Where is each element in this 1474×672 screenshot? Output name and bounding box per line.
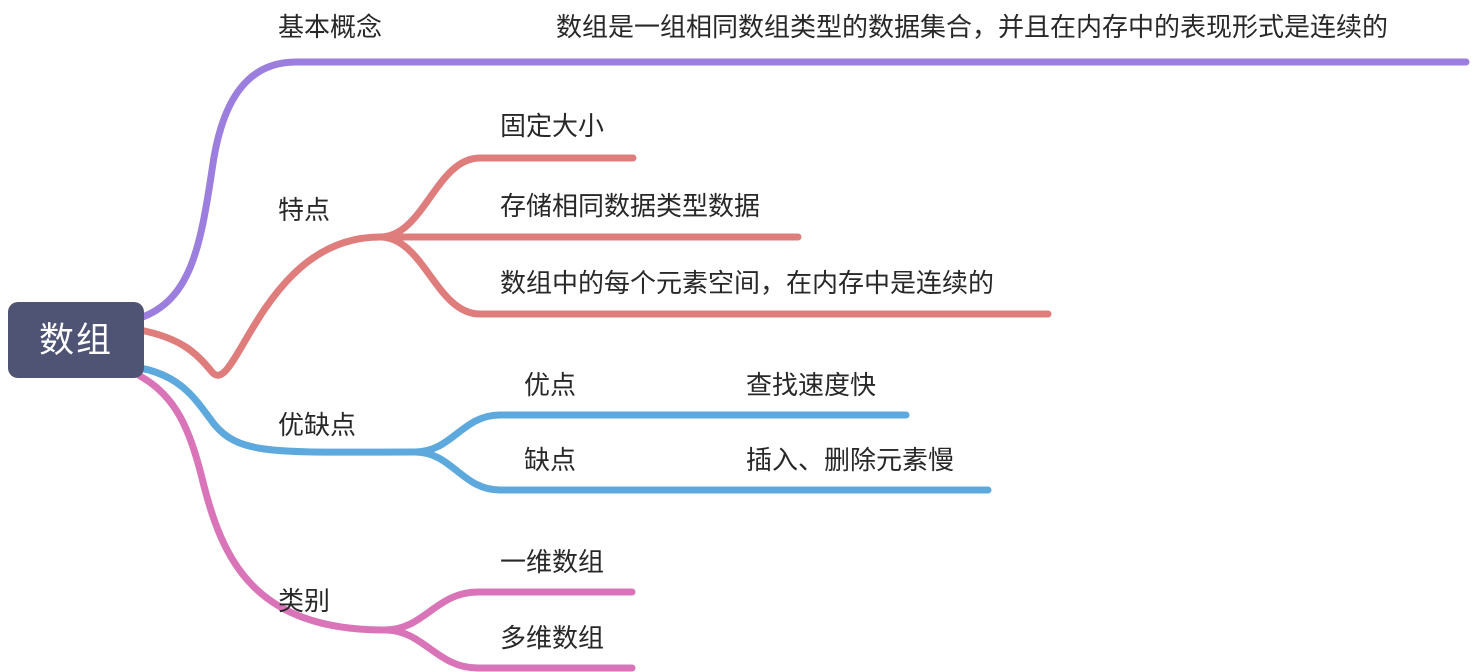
- subbranch-line-cons: [411, 448, 992, 494]
- leaf-label-feature-same-type[interactable]: 存储相同数据类型数据: [500, 191, 761, 221]
- leaf-label-category-one-dimensional[interactable]: 一维数组: [500, 547, 605, 577]
- branch-label-pros-cons[interactable]: 优缺点: [278, 410, 357, 440]
- branch-label-features[interactable]: 特点: [278, 195, 331, 225]
- subbranch-line-feature-1: [376, 154, 637, 241]
- leaf-label-feature-fixed-size[interactable]: 固定大小: [500, 111, 605, 141]
- branch-label-categories[interactable]: 类别: [278, 586, 331, 616]
- leaf-label-pros[interactable]: 优点: [524, 370, 577, 400]
- branch-line-pros-cons: [136, 364, 419, 456]
- branch-line-basic-concept: [136, 58, 1470, 322]
- leaf-label-pros-detail[interactable]: 查找速度快: [746, 370, 877, 400]
- root-node[interactable]: 数组: [8, 302, 144, 378]
- branch-line-categories: [136, 372, 389, 634]
- subbranch-line-feature-3: [376, 233, 1052, 318]
- root-node-label: 数组: [38, 320, 113, 360]
- leaf-label-category-multi-dimensional[interactable]: 多维数组: [500, 623, 605, 653]
- leaf-label-basic-concept-description[interactable]: 数组是一组相同数组类型的数据集合，并且在内存中的表现形式是连续的: [556, 12, 1389, 42]
- leaf-label-cons[interactable]: 缺点: [524, 445, 577, 475]
- leaf-label-feature-contiguous[interactable]: 数组中的每个元素空间，在内存中是连续的: [500, 268, 995, 298]
- branch-line-features: [136, 233, 384, 379]
- subbranch-line-category-2: [381, 626, 636, 672]
- branch-label-basic-concept[interactable]: 基本概念: [278, 12, 383, 42]
- leaf-label-cons-detail[interactable]: 插入、删除元素慢: [746, 445, 955, 475]
